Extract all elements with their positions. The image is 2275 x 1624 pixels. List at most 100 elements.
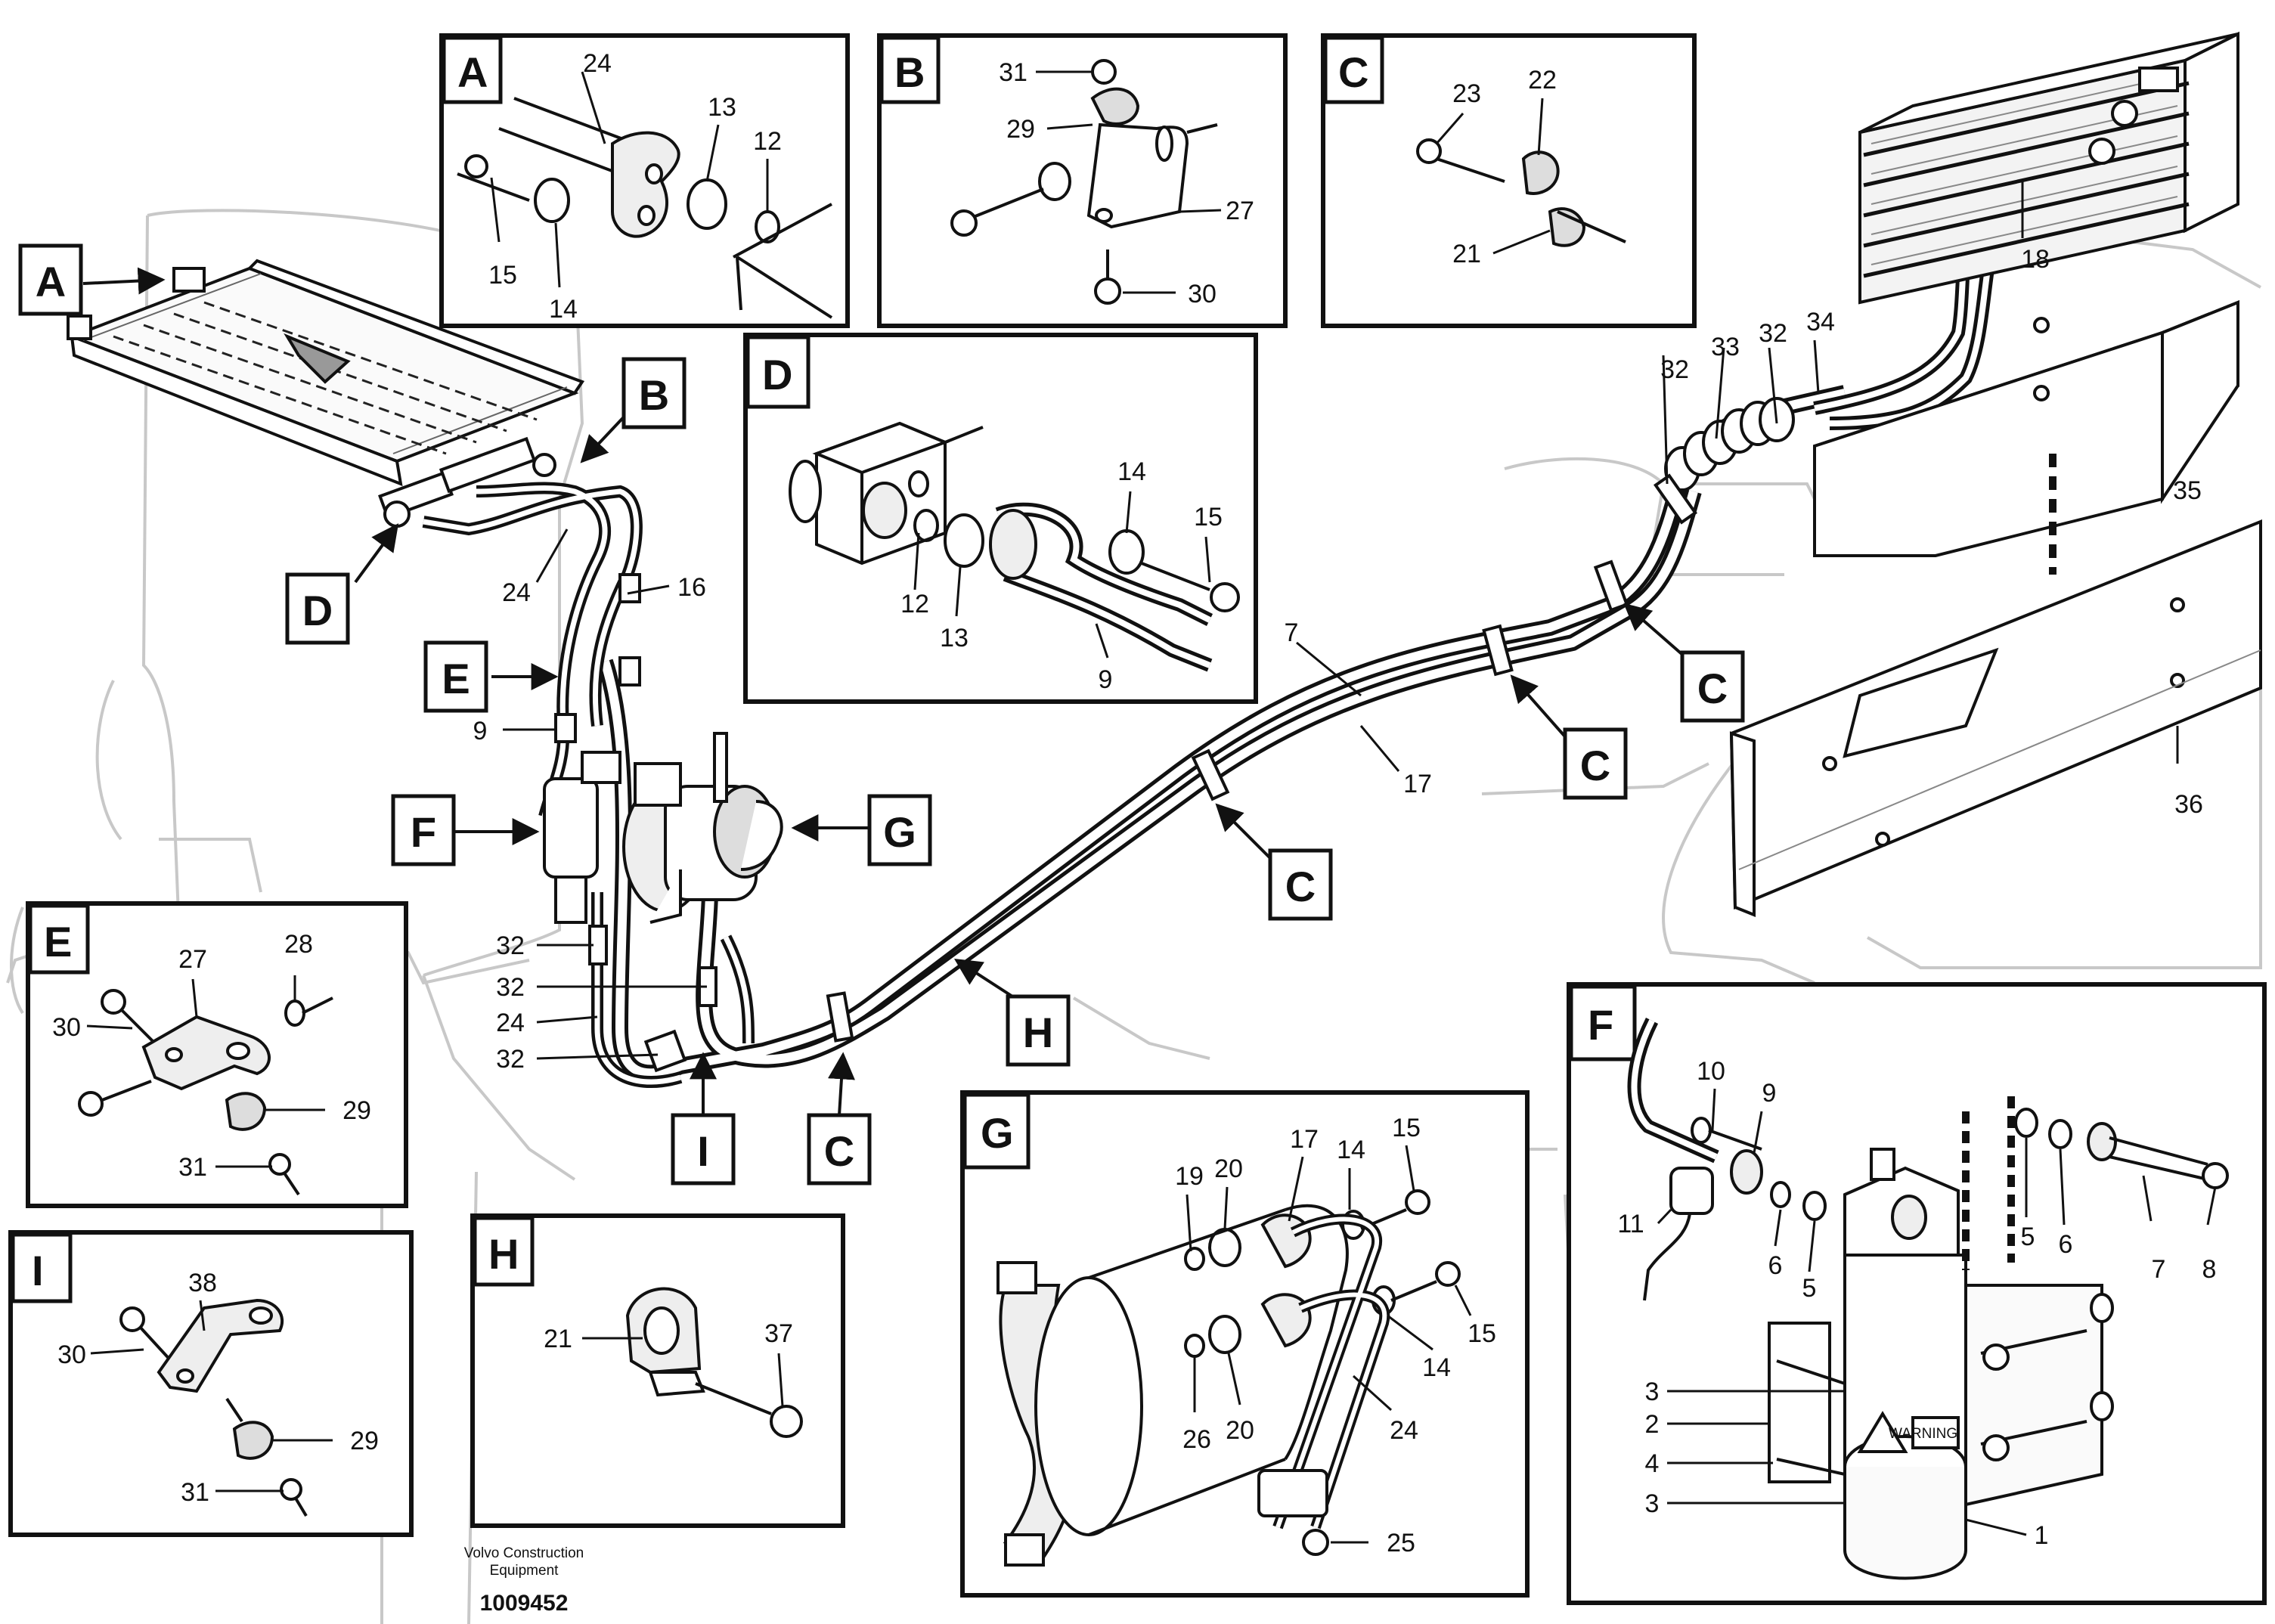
part-label: 14 bbox=[1337, 1136, 1365, 1164]
part-label: 30 bbox=[1188, 280, 1217, 308]
part-label: 15 bbox=[1194, 503, 1223, 532]
part-label: 4 bbox=[1645, 1449, 1660, 1478]
detail-panel-f: WARNING bbox=[1567, 982, 2267, 1605]
part-label: 29 bbox=[350, 1427, 379, 1455]
detail-panel-e bbox=[26, 901, 408, 1208]
company-name-line1: Volvo Construction bbox=[464, 1545, 584, 1561]
part-numbers-panel-h: 21 37 bbox=[544, 1319, 793, 1353]
part-label: 8 bbox=[2202, 1255, 2217, 1284]
callout-e: E bbox=[442, 655, 470, 702]
hose-clamps bbox=[554, 473, 1698, 1073]
part-label: 9 bbox=[1762, 1079, 1777, 1108]
part-label: 27 bbox=[178, 945, 207, 974]
warning-label: WARNING bbox=[1889, 1426, 1957, 1442]
panel-letter-c: C bbox=[1338, 48, 1368, 96]
part-label: 30 bbox=[52, 1013, 81, 1042]
callout-arrows bbox=[82, 267, 1688, 1116]
panel-letter-f: F bbox=[1588, 1001, 1613, 1049]
part-label: 16 bbox=[677, 573, 706, 602]
part-label: 29 bbox=[1006, 115, 1035, 144]
part-label: 3 bbox=[1645, 1378, 1660, 1406]
part-label: 24 bbox=[1390, 1416, 1418, 1445]
part-label: 6 bbox=[2059, 1230, 2073, 1259]
part-numbers-panel-f: 10 9 11 6 5 5 6 7 8 3 2 4 3 1 bbox=[1617, 1057, 2216, 1550]
part-label: 6 bbox=[1768, 1251, 1783, 1280]
part-label: 32 bbox=[496, 931, 525, 960]
part-label: 32 bbox=[1759, 319, 1787, 348]
condenser bbox=[67, 259, 585, 528]
part-label: 35 bbox=[2173, 476, 2202, 505]
callout-c-2: C bbox=[1285, 863, 1316, 910]
panel-letter-a: A bbox=[457, 48, 488, 96]
refrigerant-hoses bbox=[422, 148, 2111, 1088]
part-label: 17 bbox=[1403, 770, 1432, 798]
callout-g: G bbox=[883, 808, 916, 856]
part-label: 3 bbox=[1645, 1489, 1660, 1518]
part-label: 13 bbox=[940, 624, 969, 652]
panel-letter-h: H bbox=[488, 1230, 519, 1278]
part-label: 21 bbox=[544, 1325, 572, 1353]
part-label: 5 bbox=[2021, 1223, 2035, 1251]
detail-panel-g bbox=[960, 1090, 1530, 1598]
callout-c-4: C bbox=[1697, 665, 1728, 712]
callout-h: H bbox=[1023, 1009, 1053, 1056]
callout-c-3: C bbox=[1580, 742, 1610, 789]
part-label: 32 bbox=[496, 973, 525, 1002]
callout-c-1: C bbox=[824, 1127, 854, 1175]
part-numbers-panel-g: 17 14 15 20 19 15 14 26 20 24 25 bbox=[1175, 1114, 1496, 1557]
detail-panel-a bbox=[439, 33, 850, 328]
callout-f: F bbox=[411, 808, 436, 856]
part-label: 14 bbox=[549, 295, 578, 324]
part-label: 33 bbox=[1711, 333, 1740, 361]
part-label: 9 bbox=[473, 717, 488, 745]
part-label: 7 bbox=[1285, 618, 1299, 647]
part-numbers-panel-d: 14 15 12 13 9 bbox=[900, 457, 1223, 694]
part-label: 31 bbox=[999, 58, 1027, 87]
panel-letter-i: I bbox=[32, 1247, 44, 1294]
part-label: 15 bbox=[488, 261, 517, 290]
part-label: 15 bbox=[1468, 1319, 1496, 1348]
panel-letters: A B C D E I H G F bbox=[32, 48, 1613, 1294]
part-label: 18 bbox=[2021, 245, 2050, 274]
part-label: 11 bbox=[1617, 1210, 1644, 1238]
part-label: 17 bbox=[1290, 1125, 1319, 1154]
part-numbers-panel-i: 38 30 29 31 bbox=[57, 1269, 379, 1507]
part-label: 20 bbox=[1214, 1154, 1243, 1183]
part-numbers-panel-b: 31 29 27 30 bbox=[999, 58, 1254, 308]
part-numbers-main: 24 16 9 32 32 24 32 7 17 32 33 32 34 18 … bbox=[473, 245, 2203, 1074]
part-label: 36 bbox=[2174, 790, 2203, 819]
callout-b: B bbox=[639, 371, 669, 419]
part-label: 14 bbox=[1117, 457, 1146, 486]
callout-d: D bbox=[302, 587, 333, 634]
part-label: 1 bbox=[2035, 1521, 2049, 1550]
part-label: 19 bbox=[1175, 1162, 1204, 1191]
part-label: 27 bbox=[1226, 197, 1254, 225]
part-label: 31 bbox=[181, 1478, 209, 1507]
part-label: 34 bbox=[1806, 308, 1835, 336]
part-numbers-panel-e: 27 28 30 29 31 bbox=[52, 930, 371, 1182]
part-label: 20 bbox=[1226, 1416, 1254, 1445]
company-name-line2: Equipment bbox=[490, 1563, 559, 1579]
part-label: 14 bbox=[1422, 1353, 1451, 1382]
part-label: 7 bbox=[2152, 1255, 2166, 1284]
part-label: 31 bbox=[178, 1153, 207, 1182]
part-label: 22 bbox=[1528, 66, 1557, 95]
cover-panels bbox=[1729, 300, 2262, 917]
part-label: 32 bbox=[1660, 355, 1689, 384]
main-callouts bbox=[18, 243, 1745, 1185]
part-label: 12 bbox=[753, 127, 782, 156]
part-label: 10 bbox=[1697, 1057, 1725, 1086]
part-label: 25 bbox=[1387, 1529, 1415, 1557]
detail-panel-i bbox=[8, 1230, 414, 1537]
main-callout-letters: A B D E F G I C H C C C bbox=[36, 258, 1728, 1175]
part-label: 9 bbox=[1099, 665, 1113, 694]
part-label: 24 bbox=[583, 49, 612, 78]
document-number: 1009452 bbox=[480, 1591, 569, 1616]
part-label: 24 bbox=[496, 1009, 525, 1037]
detail-panel-h bbox=[470, 1213, 845, 1528]
leader-lines bbox=[86, 70, 2217, 1544]
part-label: 23 bbox=[1452, 79, 1481, 108]
panel-letter-g: G bbox=[981, 1109, 1014, 1157]
part-label: 29 bbox=[342, 1096, 371, 1125]
